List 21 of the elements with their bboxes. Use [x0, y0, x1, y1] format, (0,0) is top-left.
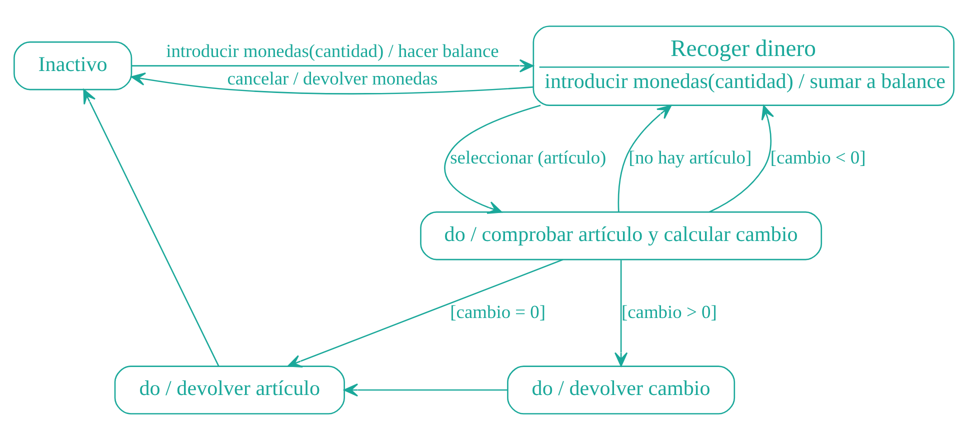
edge-label: cancelar / devolver monedas — [227, 68, 438, 88]
arrow — [344, 382, 508, 396]
node-box: do / devolver cambio — [507, 365, 736, 414]
edge-label: seleccionar (artículo) — [450, 147, 606, 168]
arrow — [709, 104, 774, 212]
edge-label: [no hay artículo] — [628, 147, 752, 168]
node-box: do / comprobar artículo y calcular cambio — [420, 210, 822, 260]
arrow — [132, 58, 534, 72]
arrow — [444, 104, 541, 214]
node-box: Recoger dinero introducir monedas(cantidad) / sumar a balance — [532, 25, 954, 106]
arrow — [130, 72, 534, 94]
arrow — [83, 88, 220, 366]
arrow — [614, 260, 628, 366]
edge-label: [cambio < 0] — [770, 147, 866, 168]
edge-label: [cambio = 0] — [450, 301, 546, 322]
arrow — [618, 104, 672, 212]
edge-label: introducir monedas(cantidad) / hacer balance — [166, 40, 499, 60]
arrow — [287, 258, 564, 367]
node-box: Inactivo — [14, 40, 132, 90]
node-box: do / devolver artículo — [114, 365, 345, 414]
edge-label: [cambio > 0] — [621, 301, 717, 322]
